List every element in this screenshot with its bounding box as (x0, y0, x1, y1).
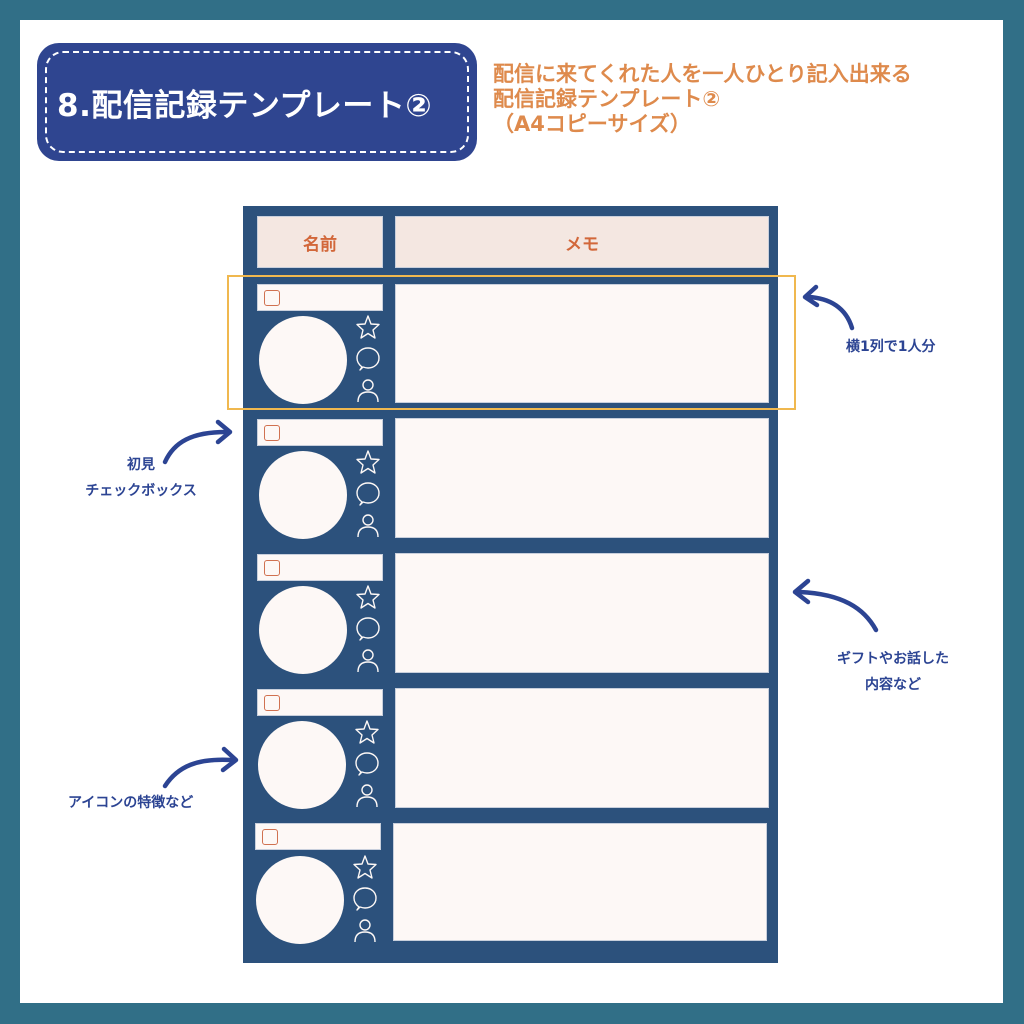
person-icon (355, 647, 381, 673)
star-icon (354, 719, 380, 745)
header-memo-label: メモ (565, 234, 599, 255)
first-visit-checkbox[interactable] (264, 290, 280, 306)
note-gift-talk: ギフトやお話した 内容など (808, 646, 978, 698)
star-icon (355, 314, 381, 340)
note-first-visit-checkbox: 初見 チェックボックス (66, 452, 216, 504)
avatar-circle (258, 721, 346, 809)
avatar-circle (259, 451, 347, 539)
title-badge: 8.配信記録テンプレート② (37, 43, 477, 161)
subtitle-line-3: （A4コピーサイズ） (493, 112, 691, 136)
arrow-to-avatar-icon (160, 744, 245, 794)
note-gift-talk-line-2: 内容など (865, 677, 921, 693)
speech-bubble-icon (355, 481, 381, 507)
memo-field[interactable] (395, 284, 769, 403)
person-icon (355, 512, 381, 538)
subtitle-line-2: 配信記録テンプレート② (493, 87, 721, 111)
name-field[interactable] (257, 554, 383, 581)
avatar-circle (259, 586, 347, 674)
page-title: 8.配信記録テンプレート② (57, 87, 433, 124)
first-visit-checkbox[interactable] (262, 829, 278, 845)
memo-field[interactable] (393, 823, 767, 941)
header-memo: メモ (395, 216, 769, 268)
note-first-visit-line-2: チェックボックス (85, 483, 197, 499)
note-gift-talk-line-1: ギフトやお話した (837, 651, 949, 667)
row-highlight-frame (227, 275, 796, 410)
template-panel: 名前 メモ (243, 206, 778, 963)
dashed-border (45, 51, 469, 153)
name-field[interactable] (257, 689, 383, 716)
subtitle-line-1: 配信に来てくれた人を一人ひとり記入出来る (493, 62, 912, 86)
note-icon-features: アイコンの特徴など (68, 795, 194, 811)
first-visit-checkbox[interactable] (264, 695, 280, 711)
name-field[interactable] (255, 823, 381, 850)
memo-field[interactable] (395, 418, 769, 538)
first-visit-checkbox[interactable] (264, 560, 280, 576)
note-first-visit-line-1: 初見 (127, 457, 155, 473)
header-name: 名前 (257, 216, 383, 268)
arrow-to-memo-icon (788, 574, 888, 634)
name-field[interactable] (257, 419, 383, 446)
person-icon (352, 917, 378, 943)
speech-bubble-icon (354, 751, 380, 777)
memo-field[interactable] (395, 553, 769, 673)
person-icon (355, 377, 381, 403)
star-icon (352, 854, 378, 880)
header-name-label: 名前 (303, 234, 337, 255)
name-field[interactable] (257, 284, 383, 311)
note-one-row-per-person: 横1列で1人分 (846, 339, 936, 355)
first-visit-checkbox[interactable] (264, 425, 280, 441)
speech-bubble-icon (355, 616, 381, 642)
memo-field[interactable] (395, 688, 769, 808)
avatar-circle (259, 316, 347, 404)
person-icon (354, 782, 380, 808)
speech-bubble-icon (355, 346, 381, 372)
subtitle: 配信に来てくれた人を一人ひとり記入出来る 配信記録テンプレート② （A4コピーサ… (493, 62, 912, 137)
arrow-to-checkbox-icon (160, 418, 240, 468)
avatar-circle (256, 856, 344, 944)
star-icon (355, 584, 381, 610)
arrow-to-row-icon (800, 282, 860, 332)
star-icon (355, 449, 381, 475)
speech-bubble-icon (352, 886, 378, 912)
